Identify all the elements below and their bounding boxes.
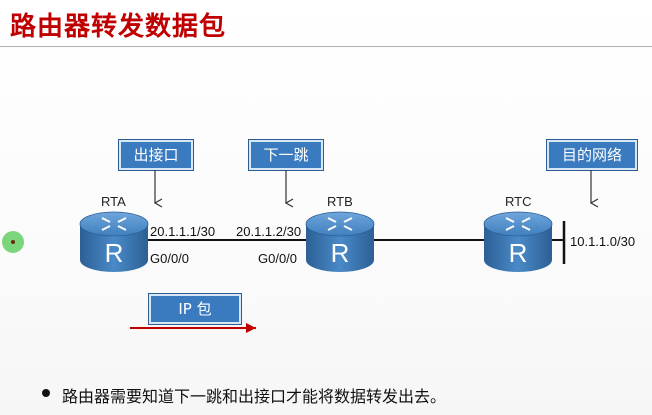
router-symbol: R (509, 238, 528, 268)
router-icon: R (79, 211, 149, 272)
bullet-dot (42, 389, 50, 397)
router-symbol: R (331, 238, 350, 268)
destination-network-address: 10.1.1.0/30 (570, 234, 636, 249)
rta-interface: G0/0/0 (150, 251, 190, 266)
rtb-ip-address: 20.1.1.2/30 (236, 224, 302, 239)
pointer-cursor (2, 231, 24, 253)
slide-title: 路由器转发数据包 (10, 12, 227, 42)
title-divider (0, 46, 652, 47)
rta-ip-address: 20.1.1.1/30 (150, 224, 216, 239)
router-name-rta: RTA (101, 194, 126, 209)
ip-packet: IP 包 (148, 293, 242, 325)
rtb-interface: G0/0/0 (258, 251, 298, 266)
router-symbol: R (105, 238, 124, 268)
bullet-text: 路由器需要知道下一跳和出接口才能将数据转发出去。 (62, 387, 447, 406)
callout-destination-network: 目的网络 (546, 139, 638, 171)
callout-egress-interface: 出接口 (118, 139, 194, 171)
router-name-rtc: RTC (505, 194, 532, 209)
router-name-rtb: RTB (327, 194, 353, 209)
router-icon: R (483, 211, 553, 272)
callout-next-hop: 下一跳 (248, 139, 324, 171)
router-icon: R (305, 211, 375, 272)
